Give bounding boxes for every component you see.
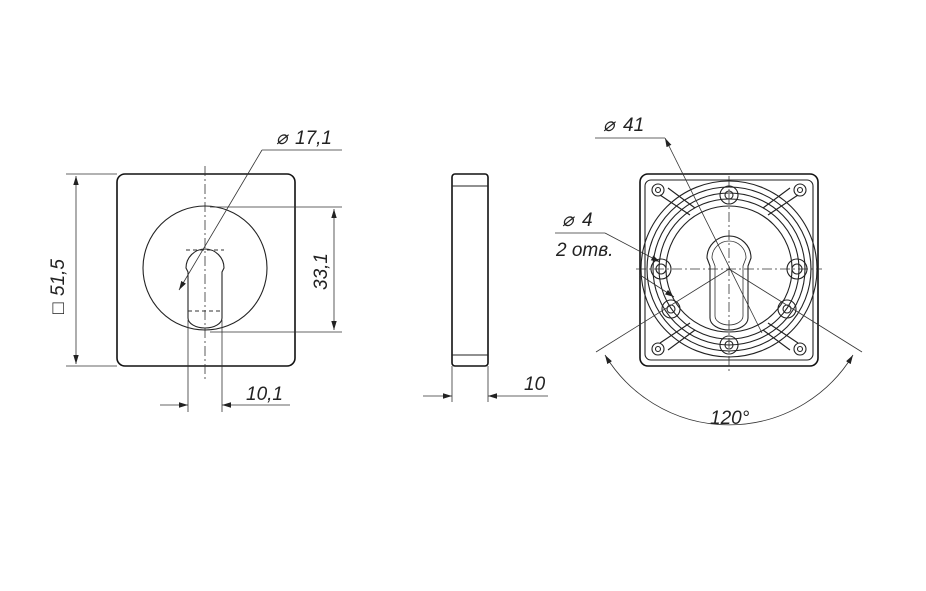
dim-4-value: 4 — [582, 210, 593, 231]
front-view: □ 51,5 33,1 ⌀ 17,1 10,1 — [48, 128, 342, 412]
back-boss-right-inner — [791, 263, 803, 275]
side-plate-outline — [451, 173, 489, 367]
back-boss-bottom-inner — [724, 340, 734, 350]
dim-17-symbol: ⌀ — [276, 128, 289, 149]
back-rib-bottom-left — [659, 322, 696, 351]
back-rib-top-right — [762, 187, 799, 216]
dim-17-value: 17,1 — [295, 128, 332, 149]
dim-51-value: 51,5 — [48, 259, 69, 296]
angle-120-value: 120° — [710, 408, 750, 429]
back-corner-hole-bl-inner — [654, 345, 662, 353]
back-corner-hole-bl — [651, 342, 665, 356]
back-corner-hole-br-inner — [796, 345, 804, 353]
back-boss-bottom — [719, 335, 739, 355]
front-rosette-circle — [142, 205, 268, 331]
dim-10-1-value: 10,1 — [246, 384, 283, 405]
side-view: 10 — [423, 173, 548, 402]
back-ring-3 — [652, 192, 806, 346]
back-keyhole-inner — [711, 240, 747, 326]
angle-ray-left — [595, 268, 730, 353]
back-corner-hole-tl — [651, 183, 665, 197]
back-ring-2 — [646, 186, 812, 352]
dim-4-leader — [604, 232, 661, 263]
back-rib-top-left — [659, 187, 696, 216]
back-cylinder-keyhole — [706, 235, 752, 331]
dim-10-value: 10 — [524, 374, 546, 395]
back-rib-bottom-right — [762, 322, 799, 351]
back-corner-hole-tl-inner — [654, 186, 662, 194]
angle-arc-120 — [604, 354, 854, 426]
back-corner-hole-br — [793, 342, 807, 356]
back-boss-right — [786, 258, 808, 280]
back-boss-left — [650, 258, 672, 280]
angle-ray-right — [728, 268, 863, 353]
dim-4-leader-2 — [639, 274, 675, 298]
dim-41-symbol: ⌀ — [603, 115, 616, 136]
back-boss-top-inner — [724, 190, 734, 200]
dim-4-count: 2 отв. — [555, 240, 613, 261]
dim-17-leader — [178, 149, 263, 291]
back-corner-hole-tr — [793, 183, 807, 197]
dim-41-leader — [664, 137, 763, 334]
back-view: ⌀ 41 ⌀ 4 2 отв. 120° — [555, 115, 863, 429]
front-cylinder-keyhole — [185, 248, 225, 329]
back-boss-top — [719, 185, 739, 205]
front-plate-outline — [116, 173, 296, 367]
back-boss-lower-right — [777, 299, 797, 319]
dim-4-symbol: ⌀ — [562, 210, 575, 231]
dim-41-value: 41 — [623, 115, 644, 136]
back-corner-hole-tr-inner — [796, 186, 804, 194]
dim-51-symbol: □ — [48, 302, 69, 314]
back-boss-left-inner — [655, 263, 667, 275]
back-boss-lower-left — [661, 299, 681, 319]
dim-33-value: 33,1 — [311, 253, 332, 290]
